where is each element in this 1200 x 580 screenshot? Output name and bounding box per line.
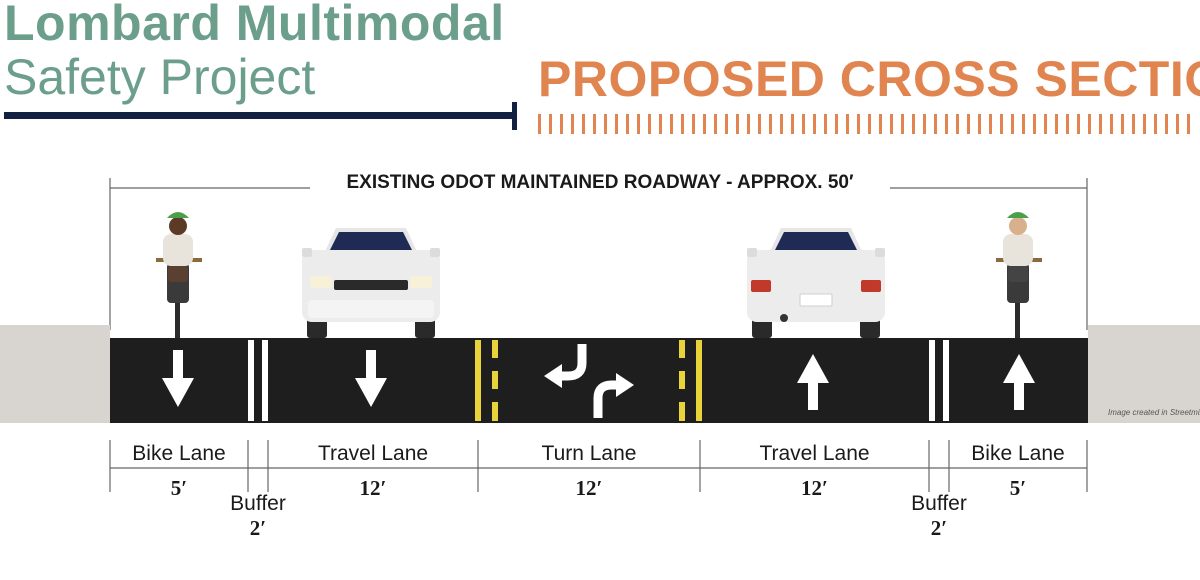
sidewalk-right [1088, 325, 1200, 423]
image-credit: Image created in Streetmix [1108, 408, 1200, 417]
cyclist-icon [996, 212, 1042, 338]
lane-label-bike-left: Bike Lane [132, 442, 226, 465]
turn-arrowheads [544, 364, 634, 397]
turn-arrows-icon [558, 344, 622, 418]
cyclist-icon [156, 212, 202, 338]
buffer-width-left: 2′ [249, 516, 267, 540]
lane-width-travel-right: 12′ [801, 476, 828, 500]
turn-lane-markings-right [679, 340, 702, 421]
buffer-width-right: 2′ [930, 516, 948, 540]
buffer-lines-right [929, 340, 949, 421]
car-rear-icon [747, 228, 885, 338]
buffer-lines-left [248, 340, 268, 421]
title-underline [4, 112, 516, 119]
project-title-line2: Safety Project [4, 49, 316, 105]
arrow-down-icon [355, 350, 387, 407]
lane-width-bike-left: 5′ [170, 476, 188, 500]
lane-label-bike-right: Bike Lane [971, 442, 1065, 465]
buffer-label-left: Buffer [230, 492, 286, 515]
lane-width-bike-right: 5′ [1009, 476, 1027, 500]
roadway-extent-bracket [109, 178, 1088, 330]
lane-width-travel-left: 12′ [359, 476, 387, 500]
arrow-up-icon [1003, 354, 1035, 410]
arrow-up-icon [797, 354, 829, 410]
lane-label-travel-left: Travel Lane [317, 442, 429, 465]
buffer-label-right: Buffer [911, 492, 967, 515]
lane-label-travel-right: Travel Lane [759, 442, 870, 465]
lane-width-turn: 12′ [575, 476, 603, 500]
arrow-down-icon [162, 350, 194, 407]
dimension-lines [109, 440, 1088, 492]
car-front-icon [302, 228, 440, 338]
section-title-hatch [538, 114, 1198, 134]
sidewalk-left [0, 325, 110, 423]
section-title: PROPOSED CROSS SECTION [538, 51, 1200, 107]
lane-label-turn: Turn Lane [541, 442, 637, 465]
project-title-line1: Lombard Multimodal [4, 0, 505, 51]
roadway-extent-label: EXISTING ODOT MAINTAINED ROADWAY - APPRO… [310, 172, 890, 194]
title-underline-end [512, 102, 517, 130]
turn-lane-markings-left [475, 340, 498, 421]
